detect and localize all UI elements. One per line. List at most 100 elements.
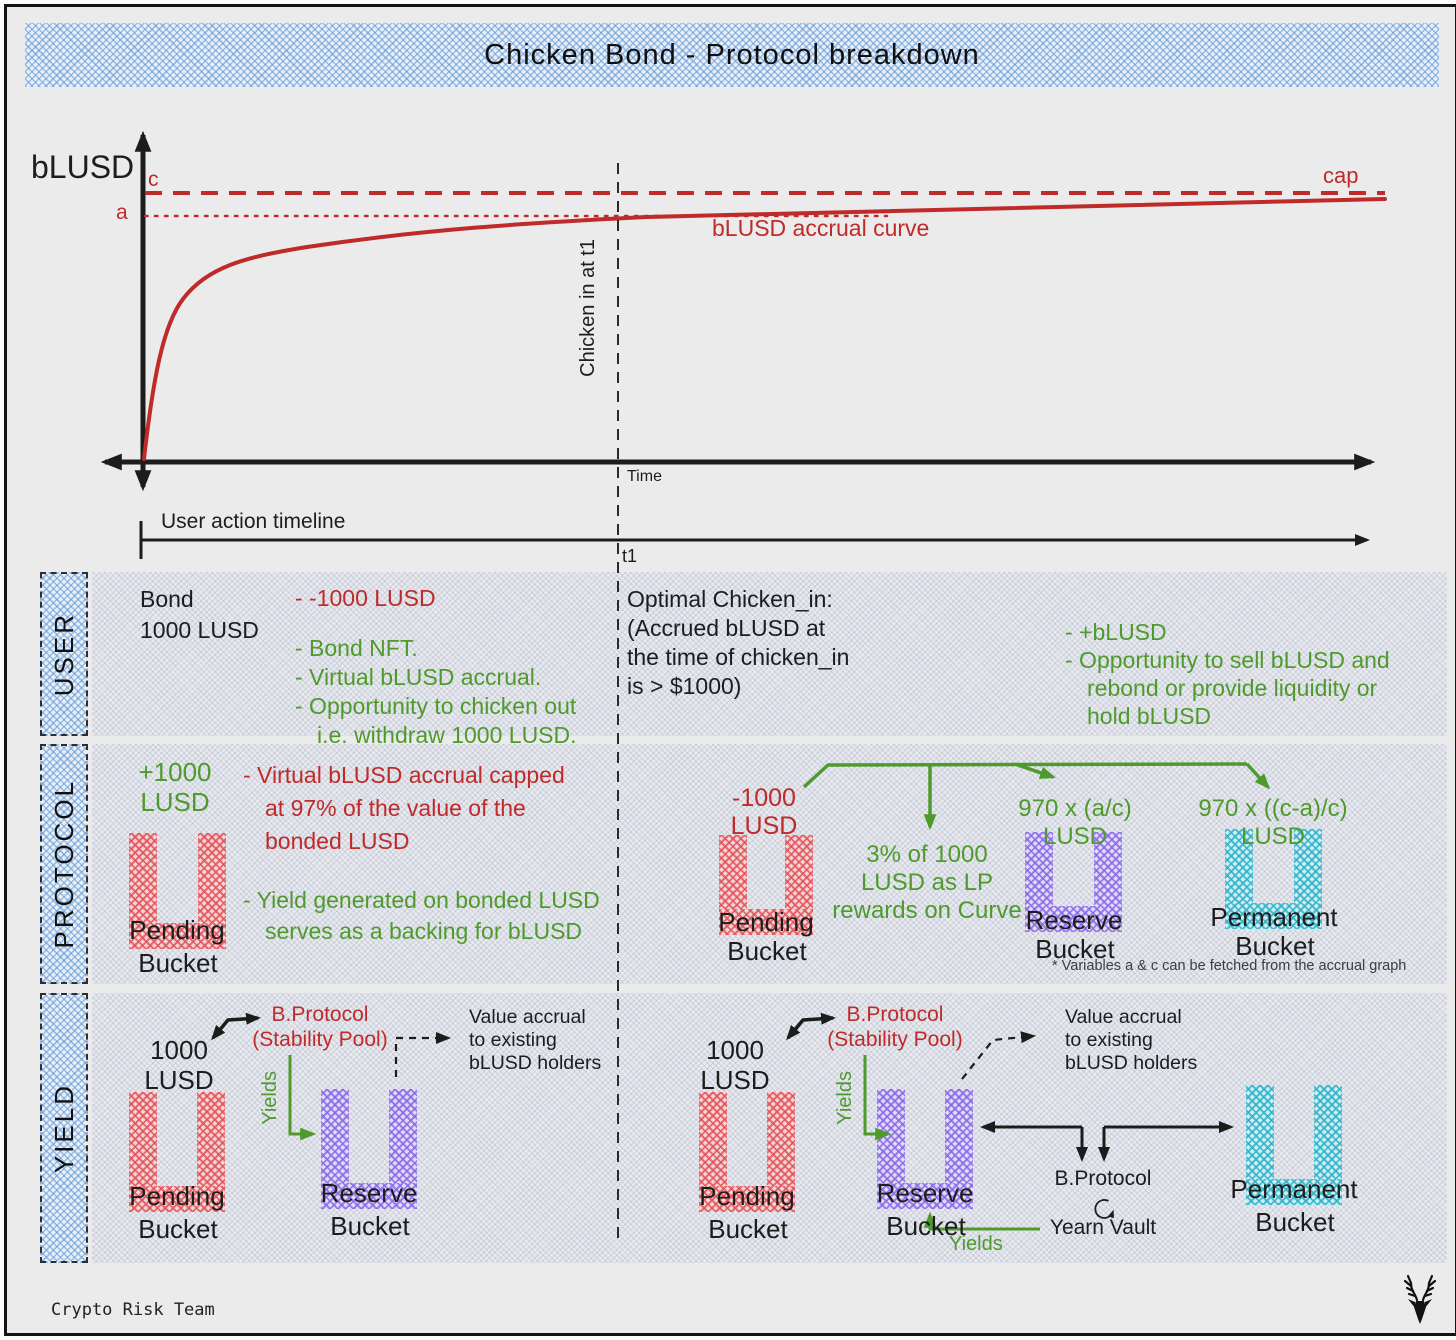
user-optimal-line: is > $1000) bbox=[627, 673, 742, 699]
a-level-label: a bbox=[116, 201, 128, 224]
y-axis-label: bLUSD bbox=[31, 149, 135, 185]
user-optimal-line: Optimal Chicken_in: bbox=[627, 586, 833, 612]
protocol-permanent-amount-line: LUSD bbox=[1240, 823, 1306, 850]
reserve-bucket-label: Reserve bbox=[876, 1178, 974, 1208]
protocol-minus1000-line: LUSD bbox=[730, 812, 798, 840]
reserve-bucket bbox=[1025, 832, 1122, 932]
bucket-bottom-bar bbox=[877, 1183, 973, 1209]
value-accrual-line: bLUSD holders bbox=[469, 1052, 602, 1074]
t1-label: t1 bbox=[622, 546, 638, 566]
protocol-green-line: - Yield generated on bonded LUSD bbox=[243, 887, 600, 913]
user-bond-text: Bond 1000 LUSD bbox=[140, 584, 259, 646]
bucket-bottom-bar bbox=[1025, 906, 1122, 932]
user-right-green-item: hold bLUSD bbox=[1087, 703, 1212, 729]
bprotocol-stability-pool-label: B.Protocol (Stability Pool) bbox=[827, 1002, 962, 1052]
x-axis-label: Time bbox=[627, 468, 662, 485]
pending-bucket-label: Pending bbox=[129, 1181, 225, 1211]
bucket-bottom-bar bbox=[321, 1183, 417, 1209]
protocol-lp-line: 3% of 1000 bbox=[866, 841, 988, 868]
user-right-green-list: - +bLUSD - Opportunity to sell bLUSD and… bbox=[1065, 618, 1390, 730]
yield-amount-line: LUSD bbox=[144, 1065, 214, 1095]
yield-amount-line: LUSD bbox=[700, 1065, 770, 1095]
pending-bucket-label: Pending bbox=[718, 907, 814, 937]
pending-bucket-label: Bucket bbox=[138, 1214, 218, 1244]
credit-text: Crypto Risk Team bbox=[51, 1300, 215, 1320]
chicken-bond-diagram: USER PROTOCOL YIELD Chicken Bond - Proto… bbox=[4, 4, 1456, 1336]
protocol-row-label-text: PROTOCOL bbox=[48, 779, 79, 949]
permanent-bucket-label: Permanent bbox=[1210, 902, 1338, 932]
bucket-bottom-bar bbox=[719, 909, 813, 935]
yearn-vault-label: Yearn Vault bbox=[1049, 1216, 1157, 1239]
pending-bucket-label: Bucket bbox=[138, 948, 218, 978]
user-bond-line: 1000 LUSD bbox=[140, 617, 259, 643]
bucket-bottom-bar bbox=[1225, 903, 1322, 929]
timeline-label: User action timeline bbox=[161, 510, 346, 533]
protocol-lp-rewards: 3% of 1000 LUSD as LP rewards on Curve bbox=[832, 841, 1021, 925]
value-accrual-text: Value accrual to existing bLUSD holders bbox=[469, 1006, 601, 1075]
protocol-reserve-amount-line: LUSD bbox=[1042, 823, 1108, 850]
bprotocol-line: B.Protocol bbox=[846, 1003, 944, 1026]
protocol-plus1000: +1000 LUSD bbox=[138, 757, 211, 817]
reserve-bucket-label: Reserve bbox=[1025, 905, 1123, 935]
user-green-item: - Opportunity to chicken out bbox=[295, 693, 577, 719]
reserve-bucket-label: Bucket bbox=[1035, 934, 1115, 964]
c-level-label: c bbox=[148, 168, 159, 191]
pending-bucket bbox=[719, 835, 813, 935]
yields-label: Yields bbox=[259, 1071, 281, 1125]
bucket-bottom-bar bbox=[699, 1186, 795, 1212]
accrual-curve-label: bLUSD accrual curve bbox=[712, 215, 930, 241]
protocol-footnote: * Variables a & c can be fetched from th… bbox=[1052, 958, 1407, 974]
pending-bucket-label: Bucket bbox=[708, 1214, 788, 1244]
bprotocol-stability-pool-label: B.Protocol (Stability Pool) bbox=[252, 1002, 387, 1052]
bprotocol-line: B.Protocol bbox=[271, 1003, 369, 1026]
protocol-row-label: PROTOCOL bbox=[40, 744, 88, 984]
bucket-bottom-bar bbox=[129, 1186, 225, 1212]
user-optimal-text: Optimal Chicken_in: (Accrued bLUSD at th… bbox=[627, 585, 849, 701]
cap-label: cap bbox=[1323, 163, 1359, 188]
protocol-red-text: - Virtual bLUSD accrual capped at 97% of… bbox=[243, 759, 565, 858]
protocol-lp-line: LUSD as LP bbox=[860, 869, 994, 896]
protocol-permanent-amount-line: 970 x ((c-a)/c) bbox=[1198, 795, 1348, 822]
bprotocol-line: (Stability Pool) bbox=[252, 1028, 388, 1051]
permanent-bucket-label: Permanent bbox=[1230, 1174, 1358, 1204]
user-right-green-item: - +bLUSD bbox=[1065, 619, 1167, 645]
user-green-list: - Bond NFT. - Virtual bLUSD accrual. - O… bbox=[295, 634, 577, 750]
reserve-bucket-label: Bucket bbox=[330, 1211, 410, 1241]
value-accrual-line: bLUSD holders bbox=[1065, 1052, 1198, 1074]
pending-bucket bbox=[699, 1092, 795, 1212]
reserve-bucket-label: Reserve bbox=[320, 1178, 418, 1208]
pending-bucket bbox=[129, 1092, 225, 1212]
yields-label: Yields bbox=[949, 1233, 1003, 1255]
title-band: Chicken Bond - Protocol breakdown bbox=[25, 23, 1439, 87]
bucket-bottom-bar bbox=[1246, 1179, 1342, 1205]
protocol-lp-line: rewards on Curve bbox=[832, 897, 1022, 924]
user-right-green-item: - Opportunity to sell bLUSD and bbox=[1065, 647, 1390, 673]
permanent-bucket-label: Bucket bbox=[1235, 931, 1315, 961]
protocol-minus1000: -1000 LUSD bbox=[731, 784, 798, 840]
permanent-bucket bbox=[1225, 829, 1322, 929]
protocol-minus1000-line: -1000 bbox=[732, 784, 796, 812]
value-accrual-line: to existing bbox=[469, 1029, 557, 1051]
yield-amount: 1000 LUSD bbox=[144, 1035, 213, 1095]
yield-row-label-text: YIELD bbox=[48, 1082, 79, 1174]
permanent-bucket-label: Bucket bbox=[1255, 1207, 1335, 1237]
pending-bucket-label: Bucket bbox=[727, 936, 807, 966]
user-bond-line: Bond bbox=[140, 586, 194, 612]
bprotocol-vault-label: B.Protocol bbox=[1054, 1167, 1152, 1190]
page-title: Chicken Bond - Protocol breakdown bbox=[484, 38, 980, 71]
chicken-in-label: Chicken in at t1 bbox=[577, 239, 599, 377]
protocol-plus1000-line: +1000 bbox=[138, 757, 212, 787]
user-row-label-text: USER bbox=[48, 611, 79, 697]
yield-amount: 1000 LUSD bbox=[700, 1035, 769, 1095]
reserve-bucket bbox=[321, 1089, 417, 1209]
user-optimal-line: (Accrued bLUSD at bbox=[627, 615, 826, 641]
protocol-red-line: at 97% of the value of the bbox=[265, 795, 526, 821]
protocol-green-line: serves as a backing for bLUSD bbox=[265, 918, 583, 944]
user-row-label: USER bbox=[40, 572, 88, 736]
protocol-green-text: - Yield generated on bonded LUSD serves … bbox=[243, 885, 600, 947]
user-optimal-line: the time of chicken_in bbox=[627, 644, 850, 670]
pending-bucket bbox=[129, 833, 226, 949]
pending-bucket-label: Pending bbox=[129, 915, 225, 945]
stag-icon bbox=[1403, 1274, 1437, 1324]
user-right-green-item: rebond or provide liquidity or bbox=[1087, 675, 1378, 701]
